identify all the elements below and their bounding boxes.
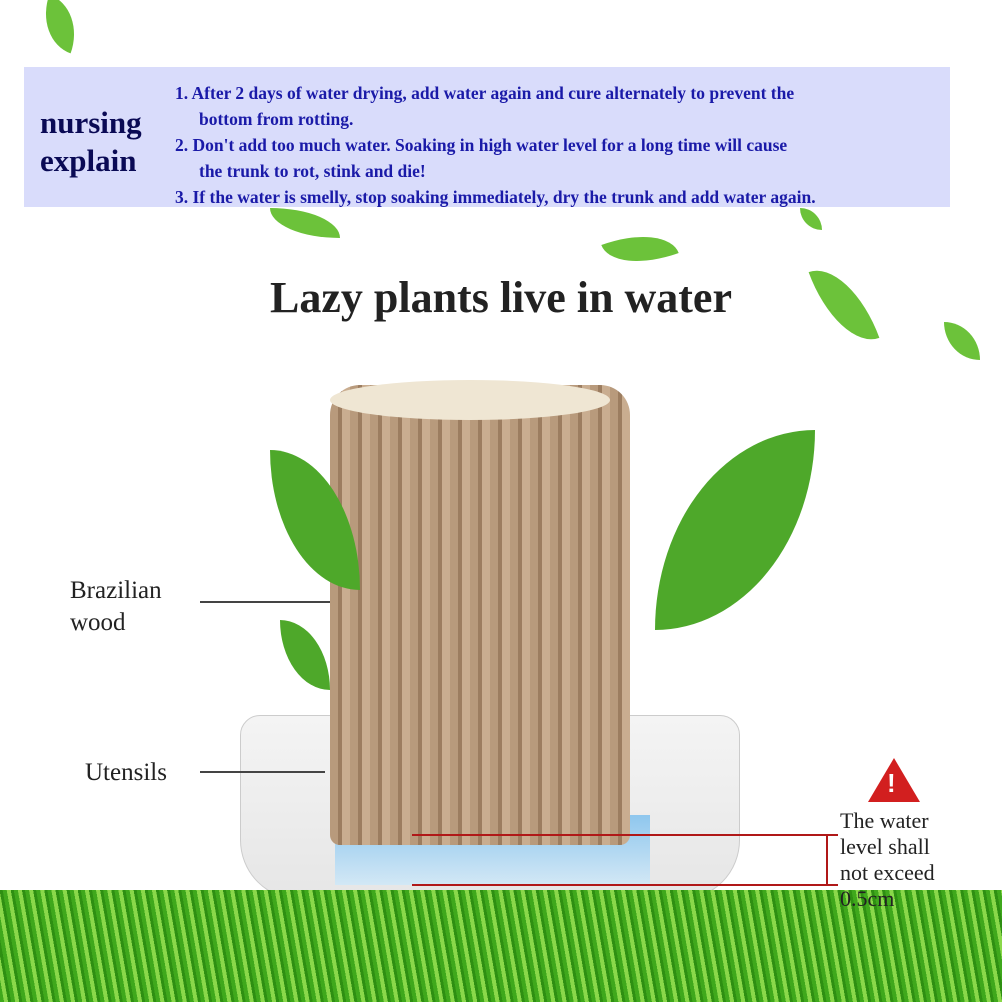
note-3: 3. If the water is smelly, stop soaking … xyxy=(175,187,816,207)
sprout xyxy=(280,620,330,690)
trunk xyxy=(330,385,630,845)
sprout xyxy=(655,430,815,630)
pointer-line xyxy=(200,601,330,603)
leaf-decoration xyxy=(944,322,980,360)
pointer-line xyxy=(200,771,325,773)
note-1: 1. After 2 days of water drying, add wat… xyxy=(175,83,795,103)
warning-icon-mark: ! xyxy=(887,768,896,798)
nursing-notes: 1. After 2 days of water drying, add wat… xyxy=(175,80,945,210)
leaf-decoration xyxy=(800,208,822,230)
nursing-banner xyxy=(24,67,950,207)
note-2: 2. Don't add too much water. Soaking in … xyxy=(175,135,788,155)
leaf-decoration xyxy=(270,208,340,238)
page-title: Lazy plants live in water xyxy=(270,273,732,322)
leaf-decoration xyxy=(32,0,88,54)
label-water-level: The water level shall not exceed 0.5cm xyxy=(840,808,935,911)
water-level-arrow xyxy=(826,836,828,884)
leaf-decoration xyxy=(601,221,679,277)
trunk-top xyxy=(330,380,610,420)
grass xyxy=(0,890,1002,1002)
banner-heading: nursing explain xyxy=(40,105,142,178)
warning-icon xyxy=(868,758,920,802)
label-utensils: Utensils xyxy=(85,759,167,786)
water-level-line-top xyxy=(412,834,838,836)
label-brazilian-wood: Brazilian wood xyxy=(70,577,162,636)
water-level-line-bottom xyxy=(412,884,838,886)
